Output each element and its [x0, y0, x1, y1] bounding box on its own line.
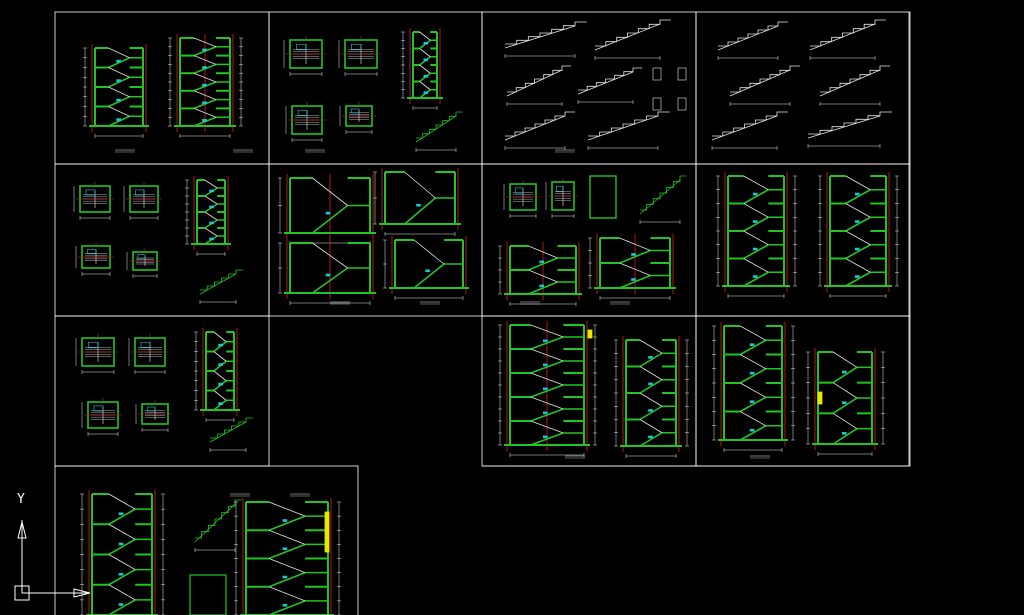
stair-plan	[75, 334, 118, 374]
drawing-title-mark	[290, 493, 310, 497]
stair-flight-detail	[504, 21, 587, 58]
stair-plan	[73, 182, 114, 220]
stair-flight-detail	[639, 175, 687, 224]
stair-plan	[123, 182, 162, 220]
stair-section	[401, 28, 443, 110]
drawing-sheet[interactable]	[54, 163, 270, 317]
stair-section	[234, 498, 341, 615]
stair-section	[80, 490, 165, 615]
stair-plan	[503, 180, 540, 218]
drawing-sheet[interactable]	[695, 11, 911, 165]
stair-plan	[135, 400, 172, 432]
stair-section	[194, 328, 240, 422]
stair-section	[712, 322, 795, 452]
stair-plan	[545, 178, 578, 218]
ucs-y-label: Y	[17, 492, 25, 507]
drawing-sheet[interactable]	[268, 11, 483, 165]
stair-section	[588, 234, 676, 300]
drawing-title-mark	[420, 301, 440, 305]
stair-flight-detail	[577, 67, 643, 104]
stair-plan	[339, 102, 376, 134]
stair-flight-detail	[819, 65, 890, 106]
stair-plan	[126, 248, 161, 278]
stair-flight-detail	[587, 111, 670, 150]
stair-flight-detail	[711, 111, 788, 150]
stair-flight-detail	[809, 19, 886, 60]
stair-flight-detail	[717, 21, 788, 60]
stair-flight-detail	[199, 269, 244, 304]
drawing-title-mark	[305, 149, 325, 153]
stair-section	[83, 44, 149, 138]
drawing-sheet[interactable]	[481, 11, 697, 165]
stair-plan	[75, 242, 114, 276]
drawing-sheet[interactable]	[481, 315, 697, 467]
stair-section	[498, 242, 582, 306]
stair-section	[168, 34, 243, 138]
stair-plan	[81, 398, 122, 436]
drawing-title-mark	[750, 455, 770, 459]
drawing-sheet[interactable]	[54, 465, 359, 615]
stair-flight-detail	[415, 111, 463, 152]
stair-section	[278, 174, 376, 245]
stair-flight-detail	[194, 499, 242, 552]
stair-plan	[338, 36, 381, 76]
stair-section	[498, 321, 597, 457]
stair-section	[818, 172, 899, 298]
drawing-title-mark	[233, 149, 253, 153]
drawing-title-mark	[565, 455, 585, 459]
stair-flight-detail	[209, 417, 254, 452]
drawing-title-mark	[610, 301, 630, 305]
stair-flight-detail	[594, 19, 671, 60]
stair-plan	[128, 334, 169, 374]
stair-plan	[285, 102, 326, 142]
drawing-title-mark	[555, 149, 575, 153]
ucs-icon	[14, 520, 91, 601]
stair-section	[614, 336, 689, 458]
stair-section	[373, 168, 461, 236]
drawing-title-mark	[230, 493, 250, 497]
drawing-title-mark	[330, 301, 350, 305]
drawing-sheet[interactable]	[54, 11, 270, 165]
stair-section	[278, 239, 376, 305]
stair-section	[716, 172, 797, 298]
stair-flight-detail	[506, 65, 572, 106]
drawing-title-mark	[115, 149, 135, 153]
stair-plan	[283, 36, 326, 76]
stair-flight-detail	[807, 111, 892, 148]
stair-section	[806, 348, 885, 456]
stair-section	[185, 176, 231, 256]
stair-flight-detail	[729, 65, 800, 106]
stair-flight-detail	[504, 111, 575, 150]
stair-section	[383, 236, 469, 300]
drawing-title-mark	[520, 301, 540, 305]
